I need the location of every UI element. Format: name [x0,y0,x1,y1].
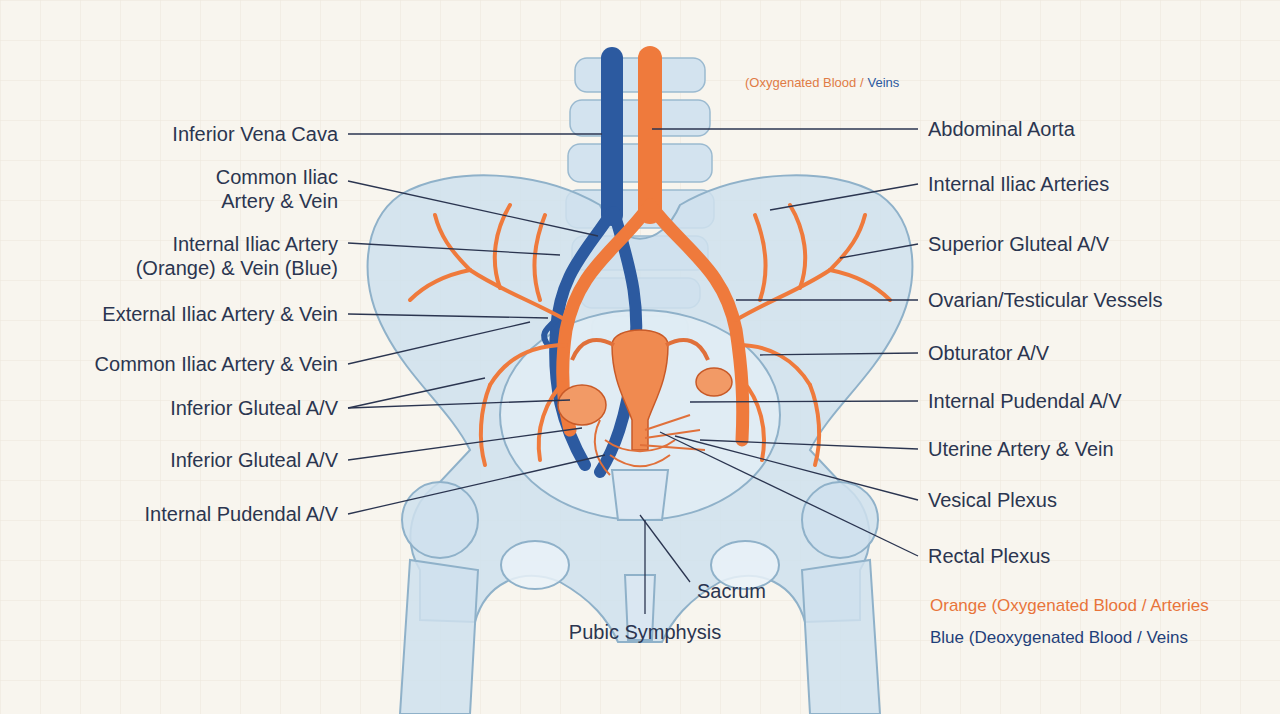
fallopian-tube [666,340,708,360]
plexus-vessel [595,420,610,475]
part-label: Internal Iliac Artery (Orange) & Vein (B… [103,232,338,280]
part-label: Rectal Plexus [928,544,1050,568]
right-branches [736,205,890,465]
legend-entry: Blue (Deoxygenated Blood / Veins [930,628,1188,648]
artery-branch [435,215,470,270]
leader-line [660,432,918,556]
uterus [612,330,668,450]
leader-line [652,128,918,129]
artery-branch [470,270,566,320]
femur-shaft [400,560,478,714]
arteries [410,58,890,465]
ovary [696,368,732,396]
femoral-head [802,482,878,558]
part-label: Ovarian/Testicular Vessels [928,288,1163,312]
part-label: Common Iliac Artery & Vein [95,352,338,376]
artery-branch [742,380,764,460]
part-label: Obturator A/V [928,341,1049,365]
leader-line [736,299,918,300]
legend-entry: Orange (Oxygenated Blood / Arteries [930,596,1209,616]
sacrum-bone [612,470,668,520]
leader-line [675,436,918,500]
leader-line [348,314,548,318]
leader-line [840,244,918,258]
part-label: Inferior Vena Cava [172,122,338,146]
artery-branch [830,215,865,270]
leader-line [770,184,918,210]
part-label: Pubic Symphysis [569,620,721,644]
part-label: External Iliac Artery & Vein [102,302,338,326]
iliac-artery [650,205,743,440]
femur-shaft [802,560,880,714]
inferior-vena-cava [601,58,623,215]
leader-line [348,322,530,364]
artery-branch [738,345,810,385]
leader-line [700,440,918,449]
leader-line [690,401,918,402]
leader-line [348,181,598,236]
artery-branch [755,215,765,300]
leader-line [348,243,560,255]
artery-branch [736,270,830,320]
obturator-foramen [501,541,569,589]
ovary [558,385,606,425]
artery-branch [490,345,566,385]
artery-branch [535,215,545,300]
leader-line [348,400,570,408]
part-label: Superior Gluteal A/V [928,232,1109,256]
artery-branch [790,205,805,288]
part-label: Inferior Gluteal A/V [170,396,338,420]
part-label: Abdominal Aorta [928,117,1075,141]
artery-branch [481,385,490,465]
leader-line [644,520,645,614]
vein-branch [544,320,556,345]
leader-line [760,353,918,355]
part-label: Internal Iliac Arteries [928,172,1109,196]
artery-branch [830,270,890,300]
fallopian-tube [572,340,614,360]
leader-lines [348,129,918,614]
key-note: Veins [868,75,900,91]
part-label: Uterine Artery & Vein [928,437,1114,461]
plexus-vessel [645,415,690,430]
artery-branch [495,205,510,288]
artery-branch [539,380,566,460]
part-label: Inferior Gluteal A/V [170,448,338,472]
part-label: Sacrum [697,579,766,603]
artery-branch [410,270,470,300]
leader-line [348,455,605,514]
abdominal-aorta [638,58,662,212]
plexus-vessel [610,455,670,466]
leader-line [348,428,582,460]
key-note: (Oxygenated Blood / [745,75,864,91]
part-label: Internal Pudendal A/V [145,502,338,526]
artery-branch [810,385,819,465]
left-branches [410,205,566,465]
leader-line [348,133,602,134]
part-label: Vesical Plexus [928,488,1057,512]
pelvis-bone [368,175,913,714]
part-label: Common Iliac Artery & Vein [178,165,338,213]
part-label: Internal Pudendal A/V [928,389,1121,413]
plexus-vessel [645,430,700,438]
leader-line [640,515,690,582]
